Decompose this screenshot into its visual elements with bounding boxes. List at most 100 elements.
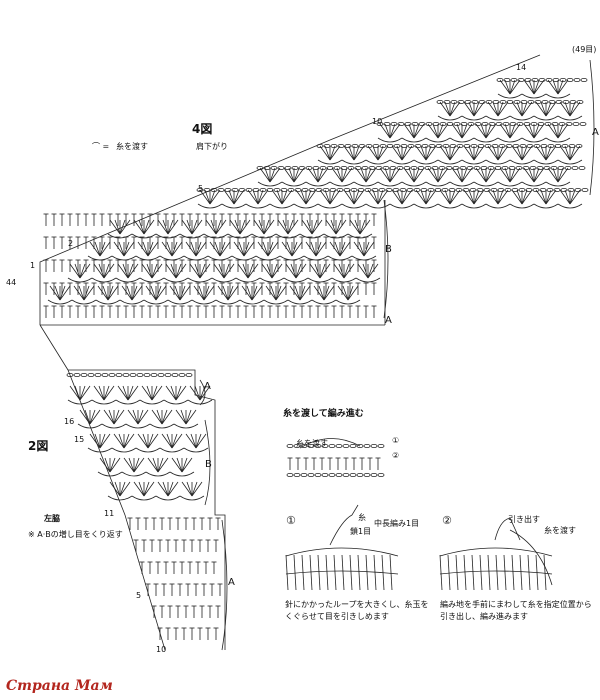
fan-stitch [107,285,119,301]
chain-stitch [300,472,308,477]
chain-stitch [342,443,350,448]
fan-stitch [137,241,149,257]
chain-stitch [438,165,446,170]
fan-stitch [319,263,331,279]
fan-stitch [509,123,516,139]
fan-arch [221,203,247,209]
fan-stitch [167,219,174,235]
chain-stitch [231,187,239,192]
chain-stitch [66,372,74,377]
fan-stitch [147,433,154,449]
chain-stitch [503,78,511,83]
chain-stitch [364,187,372,192]
chain-stitch [449,143,457,148]
fan-stitch [242,263,249,279]
fan-stitch [521,145,533,161]
fan-stitch [289,285,301,301]
fan-stitch [377,145,389,161]
fan-stitch [337,285,349,301]
fan-stitch [146,385,153,401]
chain-stitch [328,443,336,448]
step2-fabric-top [439,547,553,557]
fan-arch [111,255,137,261]
fan-arch [47,299,73,305]
fan-stitch [547,123,559,139]
chart4-row-1: 1 [30,261,36,270]
chain-stitch [576,100,584,105]
fan-stitch [355,167,367,183]
step2-fabric-post [463,554,467,591]
chain-stitch [164,372,172,377]
fan-stitch [365,167,377,183]
fan-stitch [415,145,427,161]
chain-stitch [541,100,549,105]
chain-stitch [559,78,567,83]
fan-arch [269,203,295,209]
chain-stitch [321,472,329,477]
chain-stitch [571,165,579,170]
fan-arch [305,181,331,187]
fan-stitch [348,145,355,161]
fan-stitch [437,167,444,183]
fan-arch [329,181,355,187]
fan-stitch [175,385,182,401]
step1-fabric-post [357,554,361,591]
fan-stitch [49,285,61,301]
fan-stitch [281,241,293,257]
fan-stitch [497,101,504,117]
fan-stitch [528,123,535,139]
fan-stitch [415,189,427,205]
fan-stitch [338,263,345,279]
chart4-title: 4図 [192,122,213,136]
fan-stitch [109,457,121,473]
fan-stitch [473,101,480,117]
fan-stitch [329,145,336,161]
step1-fabric-post [341,554,345,591]
fan-arch [87,447,113,453]
fan-stitch [485,167,497,183]
chart4-row-44: 44 [6,278,17,287]
fan-stitch [569,101,581,117]
fan-stitch [94,433,101,449]
fan-stitch [396,145,403,161]
chain-stitch [436,100,444,105]
fan-stitch [485,123,492,139]
step1-fabric-post [349,554,353,591]
fan-arch [97,471,123,477]
fan-stitch [147,433,159,449]
fan-stitch [449,145,461,161]
technique-yarn-arc [299,438,361,449]
fan-stitch [103,385,110,401]
fan-stitch [146,263,153,279]
fan-arch [135,255,161,261]
fan-stitch [420,189,427,205]
chain-stitch [224,187,232,192]
fan-stitch [203,285,210,301]
fan-stitch [408,167,415,183]
chart4-section-a-top: A [592,127,599,138]
chain-stitch [210,187,218,192]
chain-stitch [323,143,331,148]
fan-stitch [237,263,249,279]
fan-arch [145,471,171,477]
fan-stitch [213,263,225,279]
chart2-section-b: B [205,459,212,470]
fan-stitch [119,219,126,235]
fan-stitch [559,101,571,117]
fan-stitch [69,385,81,401]
fan-arch [169,471,195,477]
chain-stitch [382,165,390,170]
fan-stitch [122,263,129,279]
fan-stitch [335,219,342,235]
fan-stitch [389,123,396,139]
chain-stitch [490,187,498,192]
fan-stitch [219,241,231,257]
fan-stitch [222,285,229,301]
chain-stitch [510,78,518,83]
fan-stitch [257,189,264,205]
chart4-legend-text: 糸を渡す [116,142,148,151]
fan-stitch [126,285,133,301]
fan-stitch [131,285,138,301]
fan-arch [331,277,357,283]
fan-stitch [288,167,295,183]
